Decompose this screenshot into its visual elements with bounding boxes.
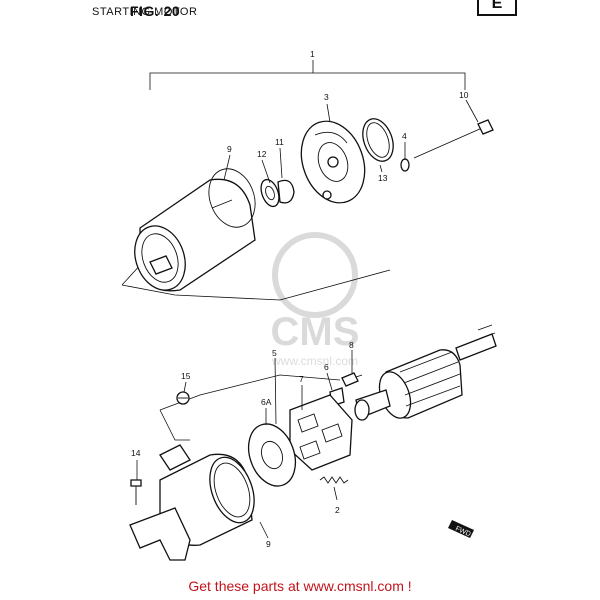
callout-4: 4 (402, 131, 407, 141)
spring-2 (319, 476, 349, 484)
callout-8: 8 (349, 340, 354, 350)
front-direction-mark: FWD (448, 520, 474, 538)
callout-6a: 6A (261, 397, 272, 407)
callout-10: 10 (459, 90, 469, 100)
callout-6: 6 (324, 362, 329, 372)
end-housing-9 (129, 444, 255, 561)
watermark-brand: CMS (271, 310, 360, 354)
watermark-url: www.cmsnl.com (271, 354, 358, 368)
callout-13: 13 (378, 173, 388, 183)
callout-5: 5 (272, 348, 277, 358)
plate-11 (277, 179, 295, 204)
callout-11: 11 (275, 137, 284, 147)
brush-holder-7 (289, 394, 353, 471)
callout-1: 1 (310, 49, 315, 59)
end-cover-3 (300, 120, 366, 204)
through-bolt-10 (413, 119, 494, 159)
callout-labels: 1 2 3 4 5 6 6A 7 8 9 9 10 11 12 13 14 15 (131, 49, 469, 549)
cms-watermark-logo: CMS www.cmsnl.com (271, 232, 360, 368)
bolt-8 (341, 372, 363, 387)
plate-6A (247, 423, 297, 487)
washer-4 (400, 158, 410, 172)
callout-3: 3 (324, 92, 329, 102)
callout-2: 2 (335, 505, 340, 515)
fwd-label: FWD (454, 525, 471, 538)
corner-label: E (477, 0, 517, 16)
bolt-14 (130, 479, 142, 505)
page-header: STARTING MOTOR FIG. 20 (92, 3, 198, 19)
lower-plane-edge (159, 409, 190, 441)
armature (354, 324, 497, 421)
callout-9-upper: 9 (227, 144, 232, 154)
leader-lines (136, 99, 479, 539)
washer-12 (260, 178, 280, 208)
callout-7: 7 (299, 374, 304, 384)
callout-12: 12 (257, 149, 267, 159)
screw-15 (176, 391, 190, 405)
diagram-title: STARTING MOTOR (92, 6, 198, 18)
callout-14: 14 (131, 448, 141, 458)
yoke-housing (134, 168, 256, 292)
upper-plane-line (121, 269, 391, 301)
callout-9-lower: 9 (266, 539, 271, 549)
o-ring-13 (362, 118, 394, 162)
figure-number: FIG. 20 (130, 3, 181, 19)
assembly-bracket (149, 60, 466, 90)
footer-promo-text: Get these parts at www.cmsnl.com ! (188, 578, 412, 594)
callout-15: 15 (181, 371, 191, 381)
